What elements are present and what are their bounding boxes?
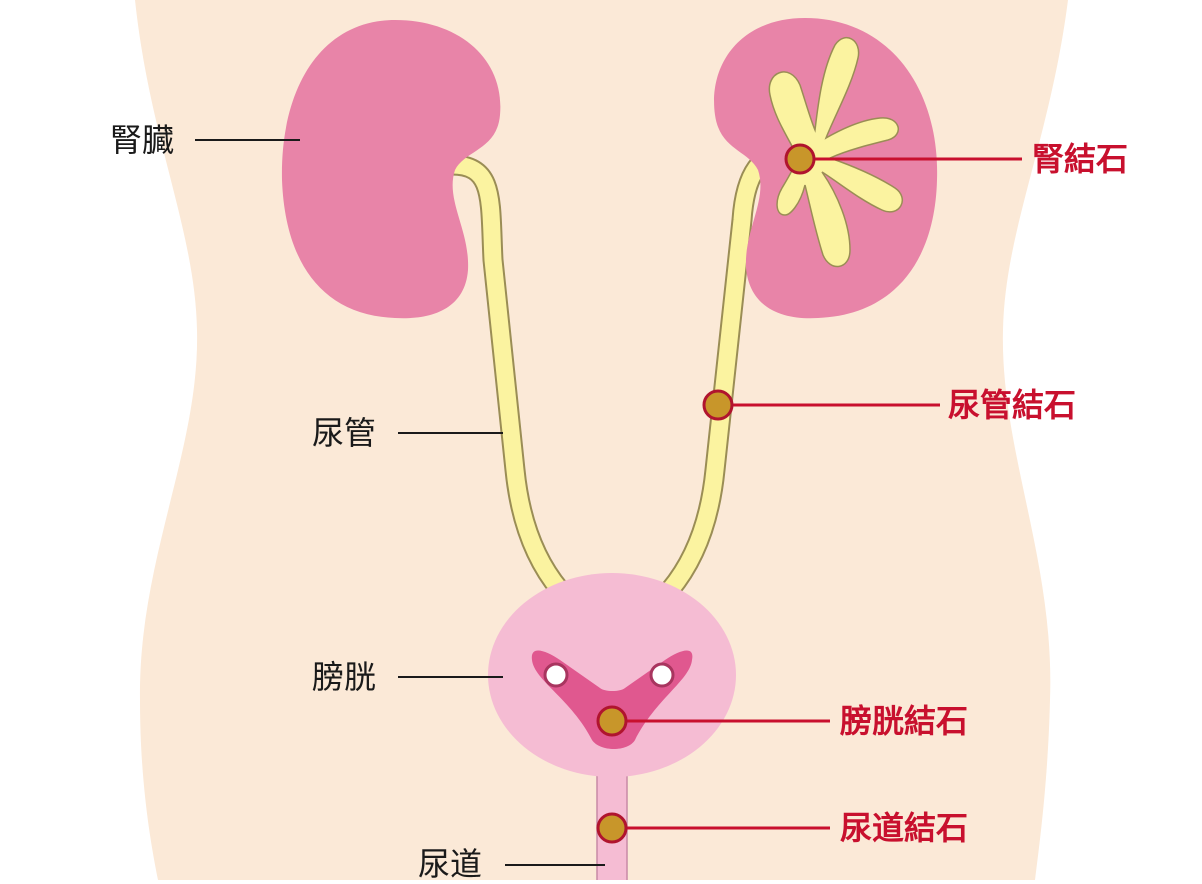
urethra-label: 尿道 [418, 845, 483, 883]
bladder-stone-label: 膀胱結石 [840, 702, 969, 740]
right-ureteral-orifice [649, 662, 675, 688]
left-ureteral-orifice [543, 662, 569, 688]
bladder-label: 膀胱 [312, 658, 377, 696]
urethra-stone-label: 尿道結石 [840, 809, 969, 847]
ureter-stone-marker [702, 389, 734, 421]
ureter-stone-label: 尿管結石 [948, 386, 1077, 424]
left-kidney [281, 20, 501, 319]
ureter-label: 尿管 [312, 414, 377, 452]
kidney-stone-label: 腎結石 [1032, 140, 1129, 178]
urethra-stone-marker [596, 812, 628, 844]
bladder-stone-marker [596, 705, 628, 737]
bladder [488, 573, 736, 777]
kidney-stone-marker [784, 143, 816, 175]
kidney-label: 腎臓 [110, 121, 175, 159]
